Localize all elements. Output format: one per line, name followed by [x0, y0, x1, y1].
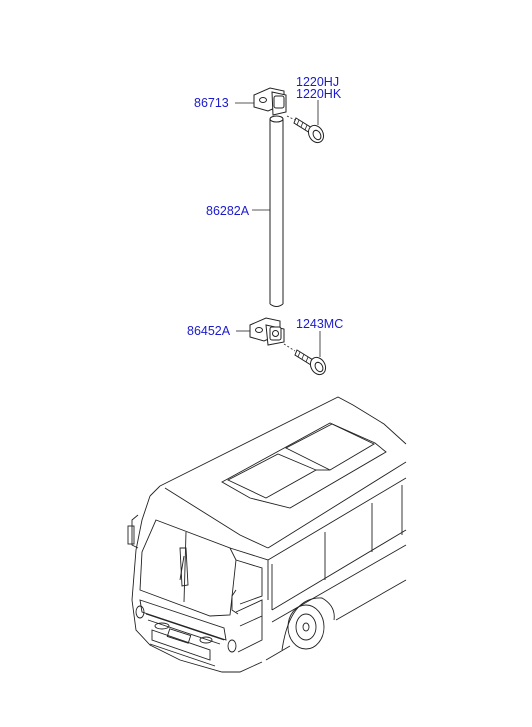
lower-bolt	[283, 343, 327, 376]
leader-lines	[235, 100, 321, 357]
lower-bracket	[249, 317, 285, 346]
upper-bolt	[286, 115, 325, 144]
label-1243mc[interactable]: 1243MC	[296, 317, 343, 331]
label-1220hj[interactable]: 1220HJ	[296, 75, 339, 89]
bus-illustration	[127, 396, 407, 673]
label-86282a[interactable]: 86282A	[206, 204, 250, 218]
upper-bracket	[253, 87, 287, 116]
label-86452a[interactable]: 86452A	[187, 324, 231, 338]
label-1220hk[interactable]: 1220HK	[296, 87, 342, 101]
label-86713[interactable]: 86713	[194, 96, 229, 110]
rod	[269, 115, 284, 307]
